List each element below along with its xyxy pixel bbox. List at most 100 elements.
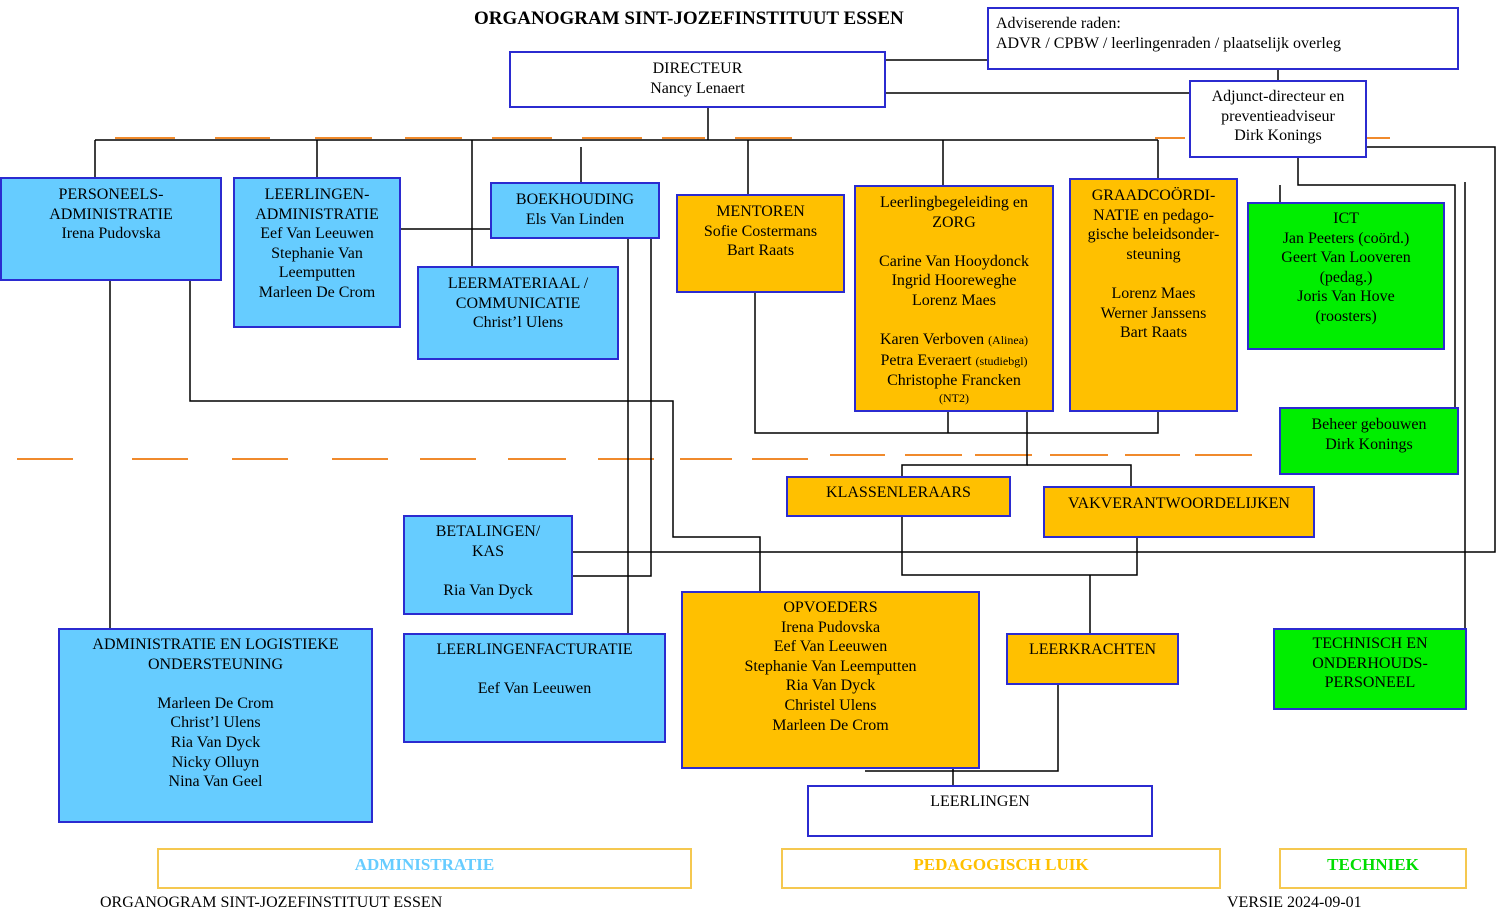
directeur-box: DIRECTEUR Nancy Lenaert	[509, 51, 886, 108]
administratie-logistiek-box-line-7: Nina Van Geel	[168, 773, 263, 791]
graadcoordinatie-box-line-3: steuning	[1126, 245, 1181, 263]
betalingen-kas-box-line-0: BETALINGEN/	[435, 523, 541, 540]
leerlingenadministratie-box-line-2: Eef Van Leeuwen	[260, 225, 374, 243]
graadcoordinatie-box-line-0: GRAADCOÖRDI-	[1091, 187, 1216, 204]
zorg-box-line-1: ZORG	[932, 213, 976, 231]
betalingen-kas-box: BETALINGEN/KAS Ria Van Dyck	[403, 515, 573, 615]
footer-title: ORGANOGRAM SINT-JOZEFINSTITUUT ESSEN	[100, 894, 443, 911]
administratie-logistiek-box-line-0: ADMINISTRATIE EN LOGISTIEKE	[92, 636, 339, 653]
personeelsadministratie-box-line-1: ADMINISTRATIE	[49, 205, 173, 223]
leerlingenfacturatie-box-line-2: Eef Van Leeuwen	[477, 680, 592, 698]
personeelsadministratie-box: PERSONEELS- ADMINISTRATIE Irena Pudovska	[0, 177, 222, 281]
graadcoordinatie-box-line-6: Werner Janssens	[1100, 304, 1207, 322]
boekhouding-box-line-0: BOEKHOUDING	[515, 191, 635, 208]
adjunct-directeur-box-line-1: preventieadviseur	[1221, 107, 1335, 125]
zorg-box-line-6	[856, 311, 1052, 331]
legend-techniek: TECHNIEK	[1279, 848, 1467, 889]
administratie-logistiek-box-line-3: Marleen De Crom	[157, 694, 274, 712]
graadcoordinatie-box-line-4	[1071, 264, 1236, 284]
graadcoordinatie-box: GRAADCOÖRDI- NATIE en pedago-gische belei…	[1069, 178, 1238, 412]
leerkrachten-box: LEERKRACHTEN	[1006, 633, 1179, 685]
betalingen-kas-box-line-3: Ria Van Dyck	[443, 581, 533, 599]
leerlingenadministratie-box-line-3: Stephanie Van	[271, 244, 363, 262]
administratie-logistiek-box-line-1: ONDERSTEUNING	[147, 655, 284, 673]
administratie-logistiek-box-line-2	[60, 674, 371, 694]
graadcoordinatie-box-line-2: gische beleidsonder-	[1087, 226, 1220, 244]
adjunct-directeur-box-line-2: Dirk Konings	[1234, 127, 1322, 145]
line-personeel-opvoeders	[189, 281, 761, 591]
leermateriaal-box-line-2: Christ’l Ulens	[472, 314, 564, 332]
zorg-box: Leerlingbegeleiding en ZORG Carine Van Hoo…	[854, 185, 1054, 412]
boekhouding-box: BOEKHOUDING Els Van Linden	[490, 182, 660, 239]
ict-box-line-5: (roosters)	[1315, 307, 1377, 325]
leerlingenadministratie-box-line-5: Marleen De Crom	[258, 283, 376, 301]
leermateriaal-box-line-1: COMMUNICATIE	[455, 294, 581, 312]
zorg-box-line-2	[856, 232, 1052, 252]
opvoeders-box-line-0: OPVOEDERS	[783, 599, 878, 616]
personeelsadministratie-box-line-0: PERSONEELS-	[58, 186, 164, 203]
ict-box-line-3: (pedag.)	[1319, 268, 1373, 286]
opvoeders-box-line-3: Stephanie Van Leemputten	[744, 657, 917, 675]
betalingen-kas-box-line-1: KAS	[471, 542, 504, 560]
beheer-gebouwen-box-line-1: Dirk Konings	[1325, 435, 1413, 453]
ict-box-line-1: Jan Peeters (coörd.)	[1282, 229, 1410, 247]
line-to-klassenleraars	[901, 411, 1028, 476]
leermateriaal-box-line-0: LEERMATERIAAL /	[447, 275, 589, 292]
graadcoordinatie-box-line-7: Bart Raats	[1119, 324, 1188, 342]
legend-pedagogisch-luik: PEDAGOGISCH LUIK	[781, 848, 1221, 889]
technisch-personeel-box-line-1: ONDERHOUDS-	[1312, 654, 1428, 672]
leerlingenfacturatie-box-line-1	[405, 660, 664, 680]
adviserende-raden-heading: Adviserende raden:	[996, 15, 1121, 32]
technisch-personeel-box-line-2: PERSONEEL	[1324, 674, 1416, 692]
zorg-box-line-3: Carine Van Hooydonck	[879, 252, 1029, 270]
opvoeders-box-line-2: Eef Van Leeuwen	[773, 638, 888, 656]
line-leerkrachten-leerlingen	[865, 684, 1059, 772]
line-betalingen-right	[572, 146, 1496, 553]
line-mentoren-bus	[754, 293, 1159, 434]
ict-box-line-0: ICT	[1333, 210, 1359, 227]
zorg-box-line-5: Lorenz Maes	[912, 291, 996, 309]
line-adjunct-ict	[1279, 157, 1456, 407]
graadcoordinatie-box-line-1: NATIE en pedago-	[1093, 206, 1214, 224]
graadcoordinatie-box-line-5: Lorenz Maes	[1111, 284, 1196, 302]
mentoren-box-line-0: MENTOREN	[716, 203, 805, 220]
leerkrachten-box-line-0: LEERKRACHTEN	[1028, 641, 1157, 658]
legend-administratie: ADMINISTRATIE	[157, 848, 692, 889]
klassenleraars-box-line-0: KLASSENLERAARS	[826, 484, 971, 501]
line-klassen-vak-leerkrachten	[901, 517, 1138, 633]
opvoeders-box-line-4: Ria Van Dyck	[785, 677, 876, 695]
administratie-logistiek-box-line-6: Nicky Olluyn	[171, 753, 260, 771]
personeelsadministratie-box-line-2: Irena Pudovska	[61, 225, 161, 243]
zorg-member-karen: Karen Verboven (Alinea)	[879, 331, 1029, 349]
ict-box: ICT Jan Peeters (coörd.) Geert Van Loovere…	[1247, 202, 1445, 350]
page-title: ORGANOGRAM SINT-JOZEFINSTITUUT ESSEN	[474, 8, 904, 29]
opvoeders-box-line-6: Marleen De Crom	[772, 716, 889, 734]
adjunct-directeur-box-line-0: Adjunct-directeur en	[1211, 88, 1345, 105]
line-to-vakverantwoordelijken	[1027, 464, 1132, 486]
zorg-box-line-0: Leerlingbegeleiding en	[880, 194, 1028, 211]
vakverantwoordelijken-box: VAKVERANTWOORDELIJKEN	[1043, 486, 1315, 538]
boekhouding-box-line-1: Els Van Linden	[525, 210, 625, 228]
directeur-box-line-0: DIRECTEUR	[652, 60, 743, 77]
footer-version: VERSIE 2024-09-01	[1227, 894, 1362, 911]
ict-box-line-4: Joris Van Hove	[1297, 288, 1395, 306]
dashed-divider-middle	[17, 454, 1252, 460]
administratie-logistiek-box-line-5: Ria Van Dyck	[170, 733, 261, 751]
mentoren-box-line-2: Bart Raats	[726, 242, 795, 260]
opvoeders-box-line-1: Irena Pudovska	[780, 618, 881, 636]
ict-box-line-2: Geert Van Looveren	[1281, 249, 1411, 267]
zorg-box-line-4: Ingrid Hooreweghe	[891, 272, 1017, 290]
klassenleraars-box: KLASSENLERAARS	[786, 476, 1011, 517]
leerlingenadministratie-box-line-0: LEERLINGEN-	[264, 186, 370, 203]
directeur-box-line-1: Nancy Lenaert	[650, 79, 745, 97]
betalingen-kas-box-line-2	[405, 561, 571, 581]
vakverantwoordelijken-box-line-0: VAKVERANTWOORDELIJKEN	[1068, 495, 1290, 512]
administratie-logistiek-box-line-4: Christ’l Ulens	[170, 714, 261, 732]
technisch-personeel-box-line-0: TECHNISCH EN	[1312, 635, 1428, 652]
